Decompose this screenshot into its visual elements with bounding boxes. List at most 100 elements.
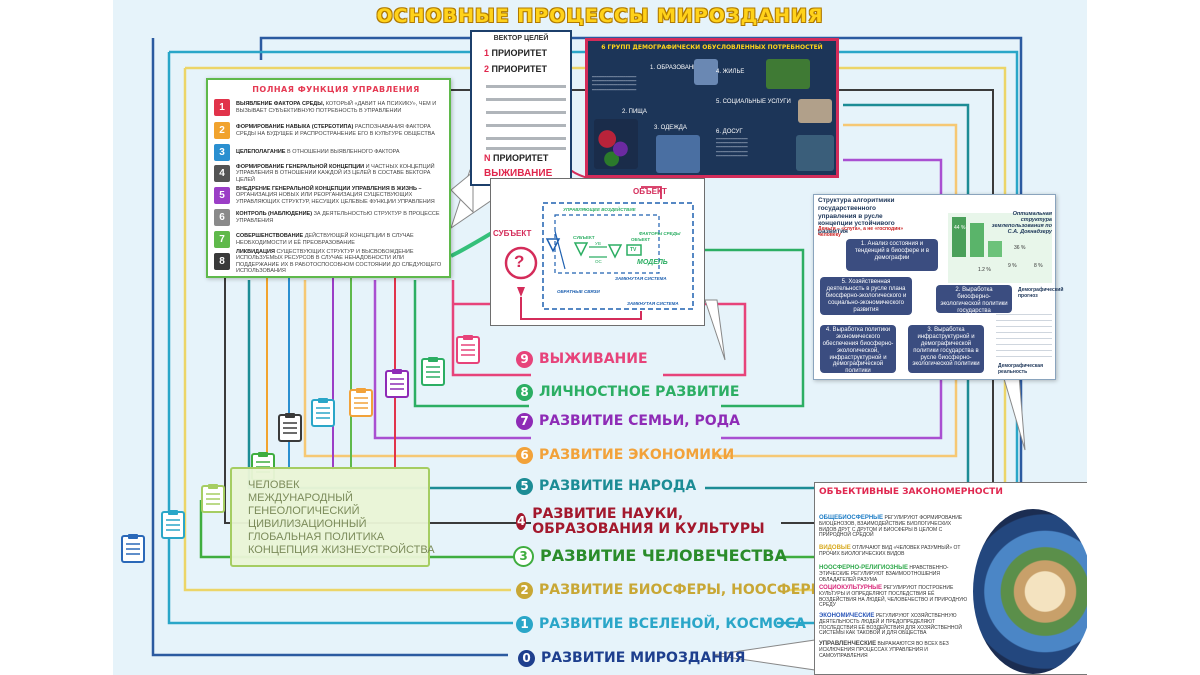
demographic-chart <box>996 313 1052 357</box>
clipboard-icon <box>385 368 409 403</box>
frame-8 <box>413 280 529 408</box>
control-loop-diagram <box>504 186 694 320</box>
objective-header: ОБЪЕКТИВНЫЕ ЗАКОНОМЕРНОСТИ <box>819 487 1003 497</box>
level-label: РАЗВИТИЕ ЧЕЛОВЕЧЕСТВА <box>540 546 787 566</box>
step-number-badge: 2 <box>214 122 230 139</box>
land-use-chart: 44 % 9 % 1.2 % 8 % 36 % <box>948 213 1052 283</box>
question-icon: ? <box>514 252 525 271</box>
pie-val-3: 1.2 % <box>978 267 991 273</box>
tv-label: TV <box>630 247 637 253</box>
level-number: 5 <box>516 478 533 495</box>
sphere-item: ЧЕЛОВЕК <box>248 479 300 491</box>
level-number: 0 <box>518 650 535 667</box>
algo-step-2: 2. Выработка биосферно-экологической пол… <box>936 285 1012 314</box>
level-1: 1 РАЗВИТИЕ ВСЕЛЕНОЙ, КОСМОСА <box>516 616 806 633</box>
clipboard-icon <box>161 509 185 544</box>
priority-2: 2 ПРИОРИТЕТ <box>484 64 547 74</box>
feedback-label: ОБРАТНЫЕ СВЯЗИ <box>557 289 600 294</box>
management-step: 8 ЛИКВИДАЦИЯ СУЩЕСТВУЮЩИХ СТРУКТУР И ВЫСВ… <box>214 248 448 274</box>
poster: ОСНОВНЫЕ ПРОЦЕССЫ МИРОЗДАНИЯ ПОЛНАЯ ФУНК… <box>113 0 1087 675</box>
frame-8-right <box>705 248 805 408</box>
level-number: 7 <box>516 413 533 430</box>
oc-label: ОС <box>595 259 602 264</box>
model-label: МОДЕЛЬ <box>637 259 668 266</box>
step-number-badge: 8 <box>214 253 230 270</box>
algorithm-panel: Структура алгоритмики государственного у… <box>813 194 1064 380</box>
level-number: 9 <box>516 351 533 368</box>
priority-placeholder-line <box>486 98 566 101</box>
objective-patterns-panel: ОБЪЕКТИВНЫЕ ЗАКОНОМЕРНОСТИ ОБЩЕБИОСФЕРНЫ… <box>814 482 1087 675</box>
step-text: ВНЕДРЕНИЕ ГЕНЕРАЛЬНОЙ КОНЦЕПЦИИ УПРАВЛЕН… <box>236 186 435 205</box>
algorithm-header: Структура алгоритмики государственного у… <box>814 195 914 238</box>
need-food: 2. ПИЩА <box>622 109 647 115</box>
sphere-item: ЦИВИЛИЗАЦИОННЫЙ <box>248 518 367 530</box>
level-number: 3 <box>513 546 534 567</box>
control-action-label: УПРАВЛЯЮЩЕЕ ВОЗДЕЙСТВИЕ <box>563 207 636 212</box>
level-label: ВЫЖИВАНИЕ <box>539 351 648 368</box>
land-use-bar <box>988 241 1002 257</box>
land-use-bar <box>952 217 966 257</box>
level-9: 9 ВЫЖИВАНИЕ <box>516 351 648 368</box>
level-number: 1 <box>516 616 533 633</box>
pie-val-1: 44 % <box>954 225 966 231</box>
clipboard-icon <box>349 387 373 422</box>
priority-placeholder-line <box>486 147 566 150</box>
management-step: 2 ФОРМИРОВАНИЕ НАВЫКА (СТЕРЕОТИПА) РАСПОЗ… <box>214 121 448 140</box>
algo-step-5: 5. Хозяйственная деятельность в русле пл… <box>820 277 912 315</box>
objective-row: ВИДОВЫЕ ОТЛИЧАЮТ ВИД «ЧЕЛОВЕК РАЗУМНЫЙ» … <box>819 545 961 557</box>
objective-row: ЭКОНОМИЧЕСКИЕ РЕГУЛИРУЮТ ХОЗЯЙСТВЕННУЮ Д… <box>819 613 963 637</box>
closed-system-label-2: ЗАМКНУТАЯ СИСТЕМА <box>627 301 679 306</box>
poster-title: ОСНОВНЫЕ ПРОЦЕССЫ МИРОЗДАНИЯ <box>376 5 824 27</box>
management-step: 5 ВНЕДРЕНИЕ ГЕНЕРАЛЬНОЙ КОНЦЕПЦИИ УПРАВЛЕ… <box>214 186 448 205</box>
sphere-item: МЕЖДУНАРОДНЫЙ <box>248 492 353 504</box>
closed-system-label: ЗАМКНУТАЯ СИСТЕМА <box>615 276 667 281</box>
step-text: СОВЕРШЕНСТВОВАНИЕ ДЕЙСТВУЮЩЕЙ КОНЦЕПЦИИ … <box>236 233 414 246</box>
yv-label: УВ <box>595 241 601 246</box>
demographic-prognosis-label: Демографический прогноз <box>1018 287 1064 299</box>
subject-object-diagram: ОБЪЕКТ СУБЪЕКТ ? УПРАВЛЯЮЩЕЕ ВОЗДЕЙСТВИЕ… <box>490 178 705 326</box>
object-label: ОБЪЕКТ <box>633 187 667 196</box>
demographic-needs-panel: 6 ГРУПП ДЕМОГРАФИЧЕСКИ ОБУСЛОВЛЕННЫХ ПОТ… <box>585 38 839 178</box>
level-number: 6 <box>516 447 533 464</box>
priority-n: N ПРИОРИТЕТ <box>484 153 549 163</box>
goals-vector-title: ВЕКТОР ЦЕЛЕЙ <box>493 35 549 42</box>
optimal-structure-label: Оптимальная структура землепользования п… <box>991 211 1052 235</box>
frame-9-right <box>663 302 747 377</box>
level-label: РАЗВИТИЕ СЕМЬИ, РОДА <box>539 413 740 430</box>
need-leisure-desc: ━━━━━━━━━━━━━━━━━━━━━━━━━━━━━━━━━━━━━━━━… <box>716 137 748 158</box>
clothing-image <box>656 135 700 173</box>
inner-object-label: ОБЪЕКТ <box>631 237 651 242</box>
step-number-badge: 1 <box>214 99 230 116</box>
level-label: РАЗВИТИЕ НАУКИ, ОБРАЗОВАНИЯ И КУЛЬТУРЫ <box>532 506 765 537</box>
level-0: 0 РАЗВИТИЕ МИРОЗДАНИЯ <box>518 650 745 667</box>
nested-spheres-image <box>973 509 1087 674</box>
pie-val-2: 9 % <box>1008 263 1017 269</box>
step-number-badge: 5 <box>214 187 230 204</box>
step-text: ФОРМИРОВАНИЕ НАВЫКА (СТЕРЕОТИПА) РАСПОЗН… <box>236 124 435 137</box>
objective-row: ОБЩЕБИОСФЕРНЫЕ РЕГУЛИРУЮТ ФОРМИРОВАНИЕ Б… <box>819 515 963 539</box>
objective-row: УПРАВЛЕНЧЕСКИЕ ВЫРАЖАЮТСЯ ВО ВСЕХ БЕЗ ИС… <box>819 641 949 659</box>
level-label: РАЗВИТИЕ МИРОЗДАНИЯ <box>541 650 746 667</box>
goals-vector-card: ВЕКТОР ЦЕЛЕЙ 1 ПРИОРИТЕТ 2 ПРИОРИТЕТ N П… <box>470 30 572 186</box>
frame-9 <box>451 280 531 377</box>
step-number-badge: 7 <box>214 231 230 248</box>
need-education-desc: ━━━━━━━━━━━━━━━━━━━━━━━━━━━━━━━━━━━━━━━━… <box>592 75 637 92</box>
frame-0-left <box>151 38 508 657</box>
money-label: Деньги – «слуга», а не «господин» челове… <box>818 226 904 238</box>
step-text: ЛИКВИДАЦИЯ СУЩЕСТВУЮЩИХ СТРУКТУР И ВЫСВО… <box>236 248 442 274</box>
education-image <box>694 59 718 85</box>
clipboard-icon <box>421 356 445 391</box>
level-label: РАЗВИТИЕ ВСЕЛЕНОЙ, КОСМОСА <box>539 616 806 633</box>
priority-placeholder-line <box>486 137 566 140</box>
need-leisure: 6. ДОСУГ <box>716 129 743 135</box>
level-7: 7 РАЗВИТИЕ СЕМЬИ, РОДА <box>516 413 740 430</box>
step-number-badge: 6 <box>214 209 230 226</box>
